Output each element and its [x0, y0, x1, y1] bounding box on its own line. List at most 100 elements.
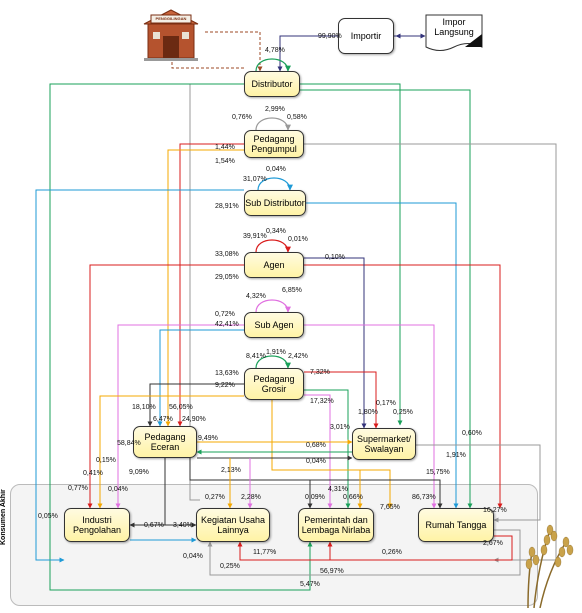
self-loop-edge [255, 299, 291, 313]
flow-percentage-label: 9,49% [198, 435, 218, 442]
flow-percentage-label: 13,63% [215, 370, 239, 377]
self-loop-edge [255, 117, 291, 131]
flow-percentage-label: 6,85% [282, 287, 302, 294]
flow-percentage-label: 3,40% [173, 522, 193, 529]
flow-percentage-label: 0,76% [232, 114, 252, 121]
rumah-tangga-node[interactable]: Rumah Tangga [418, 508, 494, 542]
self-loop-edge [257, 177, 293, 191]
flow-percentage-label: 0,04% [108, 486, 128, 493]
agen-to-industri-edge [87, 264, 244, 509]
flow-percentage-label: 1,80% [358, 409, 378, 416]
pengumpul-to-rumahtangga-edge [304, 143, 557, 563]
flow-percentage-label: 2,28% [241, 494, 261, 501]
rice-mill-building-icon: PENGGILINGAN [140, 6, 202, 62]
grosir-to-supermarket-edge [304, 371, 379, 429]
rice-plant-icon [520, 516, 578, 609]
flow-percentage-label: 0,58% [287, 114, 307, 121]
agen-to-rumahtangga-edge [304, 264, 503, 509]
flow-percentage-label: 7,32% [310, 369, 330, 376]
rice-mill-sign: PENGGILINGAN [155, 16, 187, 21]
flow-percentage-label: 0,17% [376, 400, 396, 407]
distributor-trunk [189, 84, 200, 501]
self-loop-edge [255, 58, 291, 72]
flow-percentage-label: 17,32% [310, 398, 334, 405]
subagen-to-eceran-edge [157, 329, 244, 427]
supermarket-to-rumahtangga-edge [416, 444, 541, 523]
flow-percentage-label: 0,67% [144, 522, 164, 529]
pedagang-grosir-node[interactable]: Pedagang Grosir [244, 368, 304, 400]
flow-percentage-label: 6,47% [153, 416, 173, 423]
self-loop-edge [255, 355, 291, 369]
flow-percentage-label: 1,91% [446, 452, 466, 459]
flow-percentage-label: 0,26% [382, 549, 402, 556]
subdist-to-rumahtangga-edge [306, 202, 459, 509]
flow-percentage-label: 42,41% [215, 321, 239, 328]
mill-to-distributor-edge-2 [171, 62, 244, 69]
industri-pengolahan-node[interactable]: Industri Pengolahan [64, 508, 130, 542]
flow-percentage-label: 9,09% [129, 469, 149, 476]
flow-percentage-label: 7,65% [380, 504, 400, 511]
flow-percentage-label: 33,08% [215, 251, 239, 258]
flow-percentage-label: 86,73% [412, 494, 436, 501]
subagen-to-rumahtangga-edge [304, 324, 437, 509]
pemerintah-node[interactable]: Pemerintah dan Lembaga Nirlaba [298, 508, 374, 542]
flow-percentage-label: 99,90% [318, 33, 342, 40]
importir-node[interactable]: Importir [338, 18, 394, 54]
flow-percentage-label: 2,67% [483, 540, 503, 547]
kegiatan-usaha-node[interactable]: Kegiatan Usaha Lainnya [196, 508, 270, 542]
grosir-to-rumahtangga-edge [271, 400, 393, 509]
mill-to-distributor-edge [205, 31, 263, 72]
sub-agen-node[interactable]: Sub Agen [244, 312, 304, 338]
flow-percentage-label: 24,90% [182, 416, 206, 423]
flow-percentage-label: 39,91% [243, 233, 267, 240]
pedagang-pengumpul-node[interactable]: Pedagang Pengumpul [244, 130, 304, 158]
flow-percentage-label: 4,31% [328, 486, 348, 493]
agen-node[interactable]: Agen [244, 252, 304, 278]
eceran-to-rumahtangga-edge [189, 458, 443, 509]
flow-percentage-label: 0,25% [220, 563, 240, 570]
flow-percentage-label: 18,10% [132, 404, 156, 411]
flow-percentage-label: 0,66% [343, 494, 363, 501]
pedagang-eceran-node[interactable]: Pedagang Eceran [133, 426, 197, 458]
flow-percentage-label: 2,99% [265, 106, 285, 113]
subagen-to-industri-edge [115, 324, 244, 509]
flow-percentage-label: 8,41% [246, 353, 266, 360]
flow-percentage-label: 3,01% [330, 424, 350, 431]
distributor-node[interactable]: Distributor [244, 71, 300, 97]
grosir-to-industri-edge [97, 395, 244, 509]
sub-distributor-node[interactable]: Sub Distributor [244, 190, 306, 216]
flow-percentage-label: 0,04% [266, 166, 286, 173]
flow-percentage-label: 0,05% [38, 513, 58, 520]
direct-import-label: Impor Langsung [434, 17, 474, 37]
agen-to-supermarket-edge [304, 257, 367, 429]
flow-percentage-label: 58,84% [117, 440, 141, 447]
grosir-to-eceran-edge [147, 383, 244, 427]
supermarket-node[interactable]: Supermarket/ Swalayan [352, 428, 416, 460]
flow-percentage-label: 0,09% [305, 494, 325, 501]
flow-percentage-label: 29,05% [215, 274, 239, 281]
flow-percentage-label: 2,42% [288, 353, 308, 360]
flow-percentage-label: 0,25% [393, 409, 413, 416]
flow-percentage-label: 0,01% [288, 236, 308, 243]
flow-percentage-label: 0,04% [183, 553, 203, 560]
to-kegiatan-red-edge [237, 535, 513, 561]
flow-percentage-label: 9,22% [215, 382, 235, 389]
pengumpul-to-eceran-edge [177, 143, 244, 427]
flow-percentage-label: 0,27% [205, 494, 225, 501]
flow-percentage-label: 0,34% [266, 228, 286, 235]
flow-percentage-label: 0,72% [215, 311, 235, 318]
distributor-to-supermarket-edge [300, 83, 403, 426]
flow-percentage-label: 2,13% [221, 467, 241, 474]
pengumpul-to-eceran-edge-2 [165, 149, 244, 427]
flow-percentage-label: 0,10% [325, 254, 345, 261]
flow-percentage-label: 4,32% [246, 293, 266, 300]
flow-percentage-label: 56,97% [320, 568, 344, 575]
flow-percentage-label: 0,41% [83, 470, 103, 477]
importir-to-distributor-edge [277, 35, 338, 72]
flow-percentage-label: 28,91% [215, 203, 239, 210]
flow-percentage-label: 5,47% [300, 581, 320, 588]
flow-percentage-label: 0,68% [306, 442, 326, 449]
to-kegiatan-gray-edge [207, 529, 521, 576]
